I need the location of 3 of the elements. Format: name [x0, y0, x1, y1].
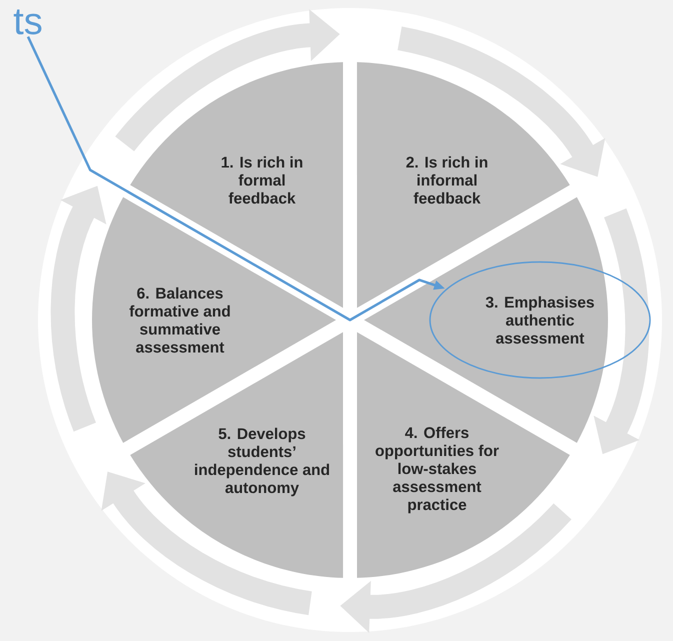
node-label: 4. Offers opportunities for low-stakes assessment practice [376, 426, 499, 514]
node-label: 2. Is rich in informal feedback [406, 156, 488, 204]
text-label: ts [14, 10, 42, 34]
